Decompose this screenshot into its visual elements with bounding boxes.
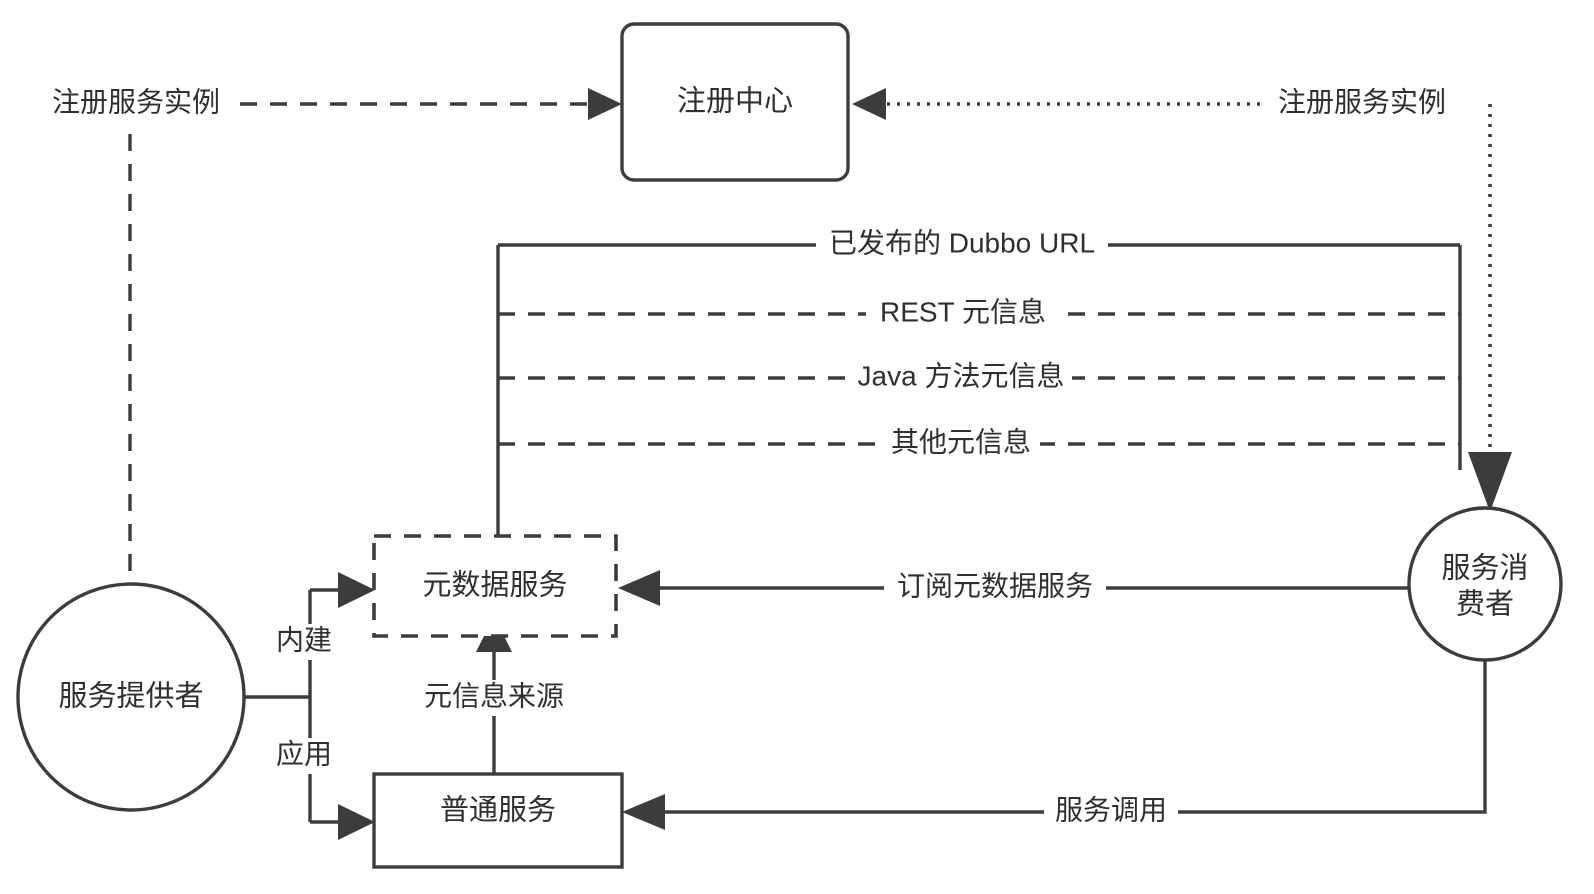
edge-label-provider-register-text: 注册服务实例 [52, 86, 220, 117]
edge-consumer-register [852, 88, 1512, 512]
edge-service-invocation-line [665, 660, 1487, 814]
node-consumer[interactable]: 服务消 费者 [1407, 506, 1563, 662]
arrow-head-provider-register [588, 88, 622, 120]
edge-label-published-dubbo-url-text: 已发布的 Dubbo URL [829, 227, 1095, 258]
edge-label-provider-register: 注册服务实例 [36, 86, 236, 122]
node-consumer-shape[interactable] [1407, 506, 1563, 662]
edge-label-consumer-register: 注册服务实例 [1262, 86, 1462, 122]
node-metadata-service[interactable]: 元数据服务 [372, 534, 618, 638]
node-consumer-label-line2: 费者 [1456, 588, 1514, 621]
node-provider[interactable]: 服务提供者 [16, 582, 246, 812]
edge-label-application-text: 应用 [276, 738, 332, 769]
node-metadata-service-label: 元数据服务 [422, 569, 567, 602]
arrow-head-consumer-top [1468, 452, 1512, 512]
edge-label-subscribe-metadata-service-text: 订阅元数据服务 [897, 570, 1093, 601]
node-consumer-label-line1: 服务消 [1441, 552, 1528, 585]
arrow-head-builtin [338, 572, 375, 608]
edge-builtin [310, 572, 375, 608]
arrow-head-subscribe-metadata-service [618, 570, 660, 606]
metadata-rails [496, 245, 1462, 545]
arrow-head-application [338, 804, 375, 840]
edge-label-consumer-register-text: 注册服务实例 [1278, 86, 1446, 117]
edge-label-builtin-text: 内建 [276, 624, 332, 655]
node-normal-service-label: 普通服务 [440, 794, 556, 827]
node-registry-label: 注册中心 [677, 85, 793, 118]
edge-application [310, 804, 375, 840]
arrow-head-service-invocation [622, 794, 665, 830]
edge-label-java-method-metadata-text: Java 方法元信息 [858, 360, 1065, 391]
node-registry-shape[interactable] [620, 22, 850, 182]
edge-label-consumer-register-bg [1262, 86, 1462, 122]
edge-subscribe-metadata-service [618, 570, 1412, 606]
node-provider-shape[interactable] [16, 582, 246, 812]
node-metadata-service-shape[interactable] [372, 534, 618, 638]
node-normal-service[interactable]: 普通服务 [372, 772, 624, 869]
edge-label-rest-metadata-text: REST 元信息 [880, 296, 1046, 327]
arrow-head-consumer-register [852, 88, 886, 120]
node-registry[interactable]: 注册中心 [620, 22, 850, 182]
node-normal-service-shape[interactable] [372, 772, 624, 869]
node-provider-label: 服务提供者 [58, 680, 203, 713]
edge-metadata-source [476, 616, 512, 774]
edge-service-invocation [622, 660, 1487, 830]
edge-provider-branch [243, 590, 312, 822]
edge-label-other-metadata-text: 其他元信息 [891, 426, 1031, 457]
edge-label-service-invocation-text: 服务调用 [1055, 794, 1167, 825]
edge-label-provider-register-bg [36, 86, 236, 122]
edge-provider-register [128, 88, 622, 600]
